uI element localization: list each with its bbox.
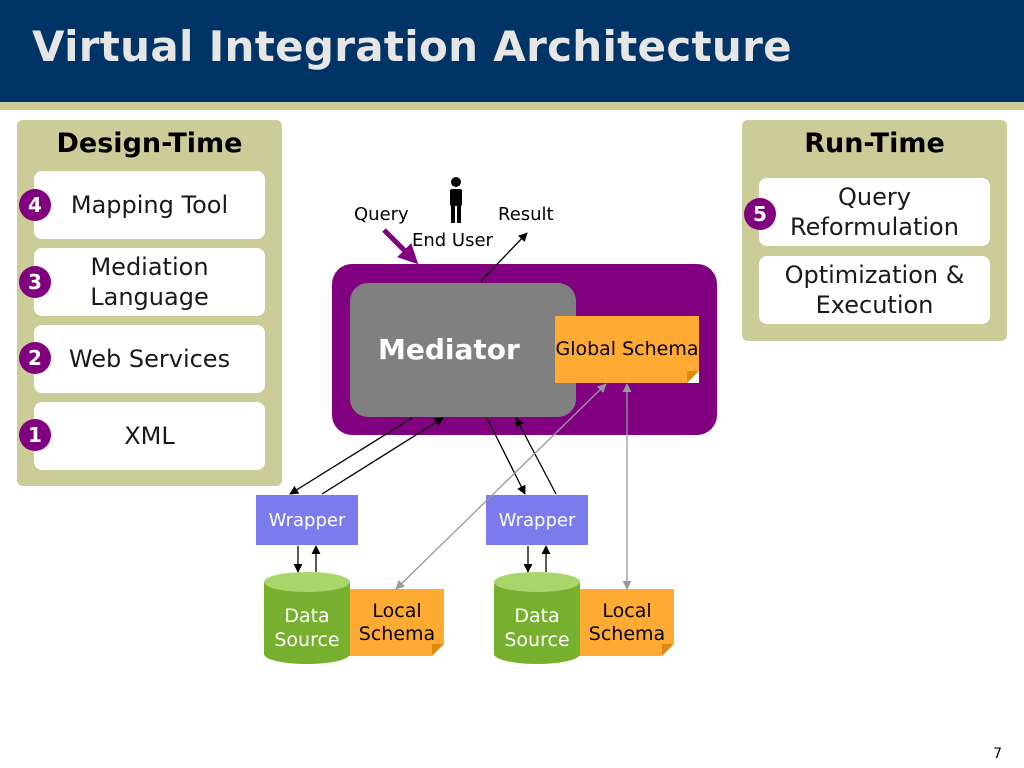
data-source-right-label: Data Source (504, 605, 570, 651)
mediation-language-card: Mediation Language (34, 248, 265, 316)
mapping-tool-label: Mapping Tool (70, 191, 229, 219)
design-time-title: Design-Time (56, 128, 243, 159)
mapping-tool-card: Mapping Tool (34, 171, 265, 239)
badge-5: 5 (744, 198, 776, 230)
title-bar-stripe (0, 102, 1024, 110)
run-time-title: Run-Time (804, 128, 945, 159)
query-reformulation-label: Query Reformulation (790, 183, 959, 241)
mediator-to-wrapper-right (486, 417, 526, 495)
design-time-panel: Design-Time Mapping Tool Mediation Langu… (17, 120, 282, 486)
query-arrow (382, 228, 419, 265)
page-number: 7 (993, 746, 1002, 762)
xml-card: XML (34, 402, 265, 470)
web-services-label: Web Services (68, 345, 231, 373)
end-user-label: End User (412, 230, 493, 251)
data-source-left-label: Data Source (274, 605, 340, 651)
badge-1: 1 (19, 419, 51, 451)
slide-title: Virtual Integration Architecture (32, 22, 792, 71)
query-reformulation-card: Query Reformulation (759, 178, 990, 246)
local-schema-right: Local Schema (568, 589, 674, 656)
query-label: Query (354, 204, 409, 225)
mediator-label: Mediator (378, 333, 520, 366)
badge-3: 3 (19, 266, 51, 298)
person-icon (450, 177, 462, 223)
badge-2: 2 (19, 342, 51, 374)
global-to-local-left (395, 383, 607, 590)
run-time-panel: Run-Time Query Reformulation Optimizatio… (742, 120, 1007, 341)
mediation-language-label: Mediation Language (90, 253, 209, 311)
data-source-right-cylinder (494, 572, 580, 664)
optimization-execution-label: Optimization & Execution (784, 261, 965, 319)
local-schema-left: Local Schema (338, 589, 444, 656)
global-schema-note: Global Schema (555, 316, 699, 383)
title-bar (0, 0, 1024, 102)
result-arrow (480, 232, 528, 282)
wrapper-right-to-mediator (515, 417, 557, 495)
badge-4: 4 (19, 189, 51, 221)
optimization-execution-card: Optimization & Execution (759, 256, 990, 324)
wrapper-left-to-mediator (321, 417, 444, 495)
web-services-card: Web Services (34, 325, 265, 393)
result-label: Result (498, 204, 554, 225)
data-source-left-cylinder (264, 572, 350, 664)
xml-label: XML (124, 422, 175, 450)
wrapper-left: Wrapper (256, 495, 358, 545)
mediator-to-wrapper-left (289, 417, 413, 495)
